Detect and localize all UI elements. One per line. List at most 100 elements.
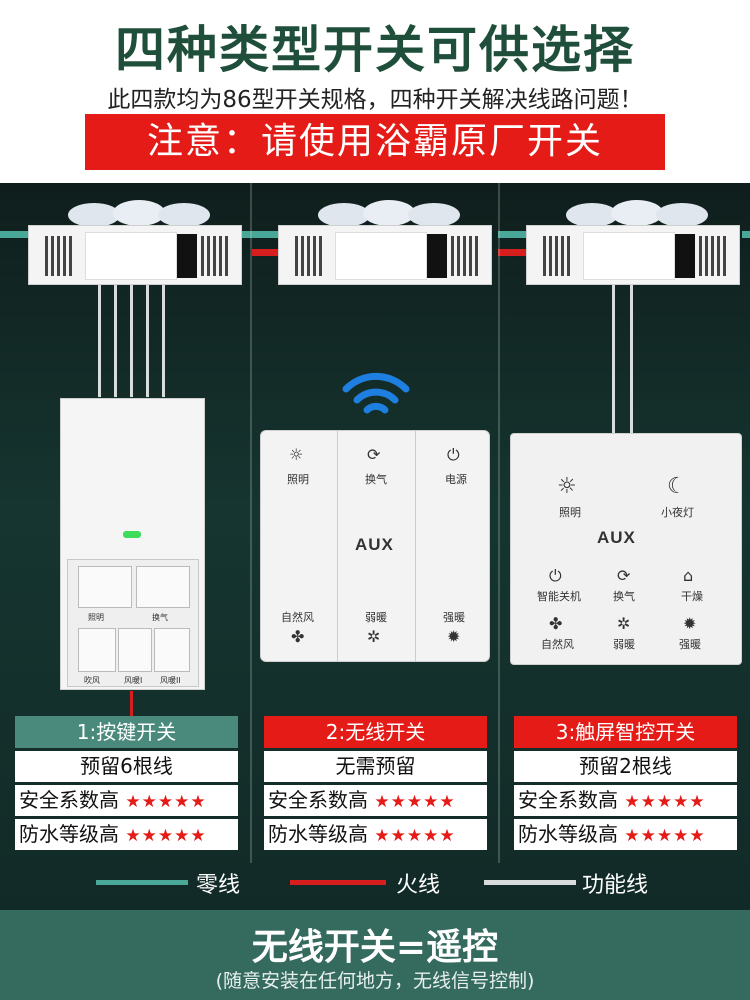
footer-subtitle: (随意安装在任何地方，无线信号控制) bbox=[215, 970, 535, 992]
star-rating: ★★★★★ bbox=[624, 826, 706, 846]
header-section: 四种类型开关可供选择 此四款均为86型开关规格，四种开关解决线路问题！ 注意：请… bbox=[0, 0, 750, 183]
sun-icon[interactable]: ✲ bbox=[367, 627, 381, 646]
spec-table-3: 3:触屏智控开关 预留2根线 安全系数高 ★★★★★ 防水等级高 ★★★★★ bbox=[514, 716, 737, 850]
sun-strong-icon[interactable]: ✹ bbox=[683, 614, 697, 633]
legend-live-swatch bbox=[290, 880, 386, 885]
notice-banner: 注意：请使用浴霸原厂开关 bbox=[85, 114, 665, 170]
fan-icon[interactable]: ✤ bbox=[291, 627, 305, 646]
function-wire bbox=[612, 285, 615, 433]
function-wire bbox=[114, 285, 117, 397]
function-wire bbox=[630, 285, 633, 433]
bath-heater-3 bbox=[526, 197, 740, 289]
light-icon[interactable]: ☼ bbox=[557, 474, 577, 499]
spec-safety: 安全系数高 ★★★★★ bbox=[264, 785, 487, 816]
switch-divider bbox=[415, 431, 416, 661]
key-label-warm2: 风暖II bbox=[160, 676, 181, 685]
legend-function-label: 功能线 bbox=[582, 873, 649, 898]
spec-waterproof: 防水等级高 ★★★★★ bbox=[514, 819, 737, 850]
btn-label-weak-warm: 弱暖 bbox=[365, 611, 387, 624]
star-rating: ★★★★★ bbox=[125, 792, 207, 812]
function-wire bbox=[162, 285, 165, 397]
spec-waterproof: 防水等级高 ★★★★★ bbox=[264, 819, 487, 850]
switch-key[interactable] bbox=[78, 566, 132, 608]
legend-live-label: 火线 bbox=[396, 873, 441, 898]
sun-strong-icon[interactable]: ✹ bbox=[447, 627, 461, 646]
legend-zero-label: 零线 bbox=[196, 873, 241, 898]
switch-divider bbox=[337, 431, 338, 661]
function-wire bbox=[130, 285, 133, 397]
footer-section: 无线开关=遥控 (随意安装在任何地方，无线信号控制) bbox=[0, 910, 750, 1000]
touch-smart-switch: ☼ 照明 ☾ 小夜灯 AUX ⏻ 智能关机 ⟳ 换气 ⌂ 干燥 ✤ 自然风 ✲ … bbox=[510, 433, 742, 665]
btn-label-natural-wind: 自然风 bbox=[281, 611, 314, 624]
spec-safety: 安全系数高 ★★★★★ bbox=[15, 785, 238, 816]
home-icon[interactable]: ⌂ bbox=[683, 566, 694, 585]
power-icon[interactable]: ⏻ bbox=[549, 566, 562, 585]
key-label-exchange: 换气 bbox=[152, 613, 168, 622]
push-button-switch: 照明 换气 吹风 风暖I 风暖II bbox=[60, 398, 205, 690]
fan-icon[interactable]: ✤ bbox=[549, 614, 563, 633]
zero-line-rail bbox=[498, 231, 528, 238]
heater-fans-icon bbox=[566, 200, 708, 227]
spec-waterproof-label: 防水等级高 bbox=[518, 822, 618, 846]
btn-label-strong-warm: 强暖 bbox=[443, 611, 465, 624]
column-divider bbox=[250, 183, 252, 863]
moon-icon[interactable]: ☾ bbox=[667, 474, 687, 499]
sun-icon[interactable]: ✲ bbox=[617, 614, 631, 633]
star-rating: ★★★★★ bbox=[624, 792, 706, 812]
spec-header: 2:无线开关 bbox=[264, 716, 487, 748]
bath-heater-1 bbox=[28, 197, 242, 289]
legend-function-swatch bbox=[484, 880, 576, 885]
btn-label-dry: 干燥 bbox=[681, 590, 703, 603]
btn-label-light: 照明 bbox=[559, 506, 581, 519]
btn-label-night-light: 小夜灯 bbox=[661, 506, 694, 519]
btn-label-exchange: 换气 bbox=[365, 473, 387, 486]
star-rating: ★★★★★ bbox=[125, 826, 207, 846]
key-label-warm1: 风暖I bbox=[124, 676, 143, 685]
zero-line-rail bbox=[236, 231, 282, 238]
spec-safety-label: 安全系数高 bbox=[518, 788, 618, 812]
btn-label-weak-warm: 弱暖 bbox=[613, 638, 635, 651]
btn-label-light: 照明 bbox=[287, 473, 309, 486]
spec-waterproof-label: 防水等级高 bbox=[268, 822, 368, 846]
key-label-light: 照明 bbox=[88, 613, 104, 622]
bath-heater-2 bbox=[278, 197, 492, 289]
btn-label-smart-off: 智能关机 bbox=[537, 590, 581, 603]
comparison-board: 照明 换气 吹风 风暖I 风暖II ☼ 照明 ⟳ 换气 ⏻ 电源 AUX 自然风… bbox=[0, 183, 750, 910]
brand-logo: AUX bbox=[355, 535, 394, 554]
wireless-switch: ☼ 照明 ⟳ 换气 ⏻ 电源 AUX 自然风 ✤ 弱暖 ✲ 强暖 ✹ bbox=[260, 430, 490, 662]
page-title: 四种类型开关可供选择 bbox=[115, 21, 635, 79]
exchange-icon[interactable]: ⟳ bbox=[367, 445, 381, 464]
spec-safety-label: 安全系数高 bbox=[268, 788, 368, 812]
column-divider bbox=[498, 183, 500, 863]
exchange-icon[interactable]: ⟳ bbox=[617, 566, 631, 585]
function-wire bbox=[146, 285, 149, 397]
switch-key[interactable] bbox=[154, 628, 190, 672]
switch-key[interactable] bbox=[78, 628, 116, 672]
spec-wiring: 预留2根线 bbox=[514, 751, 737, 782]
spec-waterproof-label: 防水等级高 bbox=[19, 822, 119, 846]
indicator-light bbox=[123, 531, 141, 538]
light-icon[interactable]: ☼ bbox=[289, 445, 304, 464]
legend-zero-swatch bbox=[96, 880, 188, 885]
heater-fans-icon bbox=[318, 200, 460, 227]
btn-label-exchange: 换气 bbox=[613, 590, 635, 603]
footer-title: 无线开关=遥控 bbox=[251, 927, 499, 968]
spec-waterproof: 防水等级高 ★★★★★ bbox=[15, 819, 238, 850]
live-line-rail bbox=[498, 249, 528, 256]
spec-table-2: 2:无线开关 无需预留 安全系数高 ★★★★★ 防水等级高 ★★★★★ bbox=[264, 716, 487, 850]
spec-header: 1:按键开关 bbox=[15, 716, 238, 748]
wifi-icon bbox=[342, 372, 410, 414]
star-rating: ★★★★★ bbox=[374, 826, 456, 846]
switch-key[interactable] bbox=[118, 628, 152, 672]
live-line-rail bbox=[252, 249, 282, 256]
switch-key[interactable] bbox=[136, 566, 190, 608]
power-icon[interactable]: ⏻ bbox=[447, 445, 460, 464]
brand-logo: AUX bbox=[597, 528, 636, 547]
spec-wiring: 预留6根线 bbox=[15, 751, 238, 782]
spec-safety-label: 安全系数高 bbox=[19, 788, 119, 812]
zero-line-rail bbox=[742, 231, 750, 238]
spec-header: 3:触屏智控开关 bbox=[514, 716, 737, 748]
function-wire bbox=[98, 285, 101, 397]
spec-wiring: 无需预留 bbox=[264, 751, 487, 782]
key-label-blow: 吹风 bbox=[84, 676, 100, 685]
